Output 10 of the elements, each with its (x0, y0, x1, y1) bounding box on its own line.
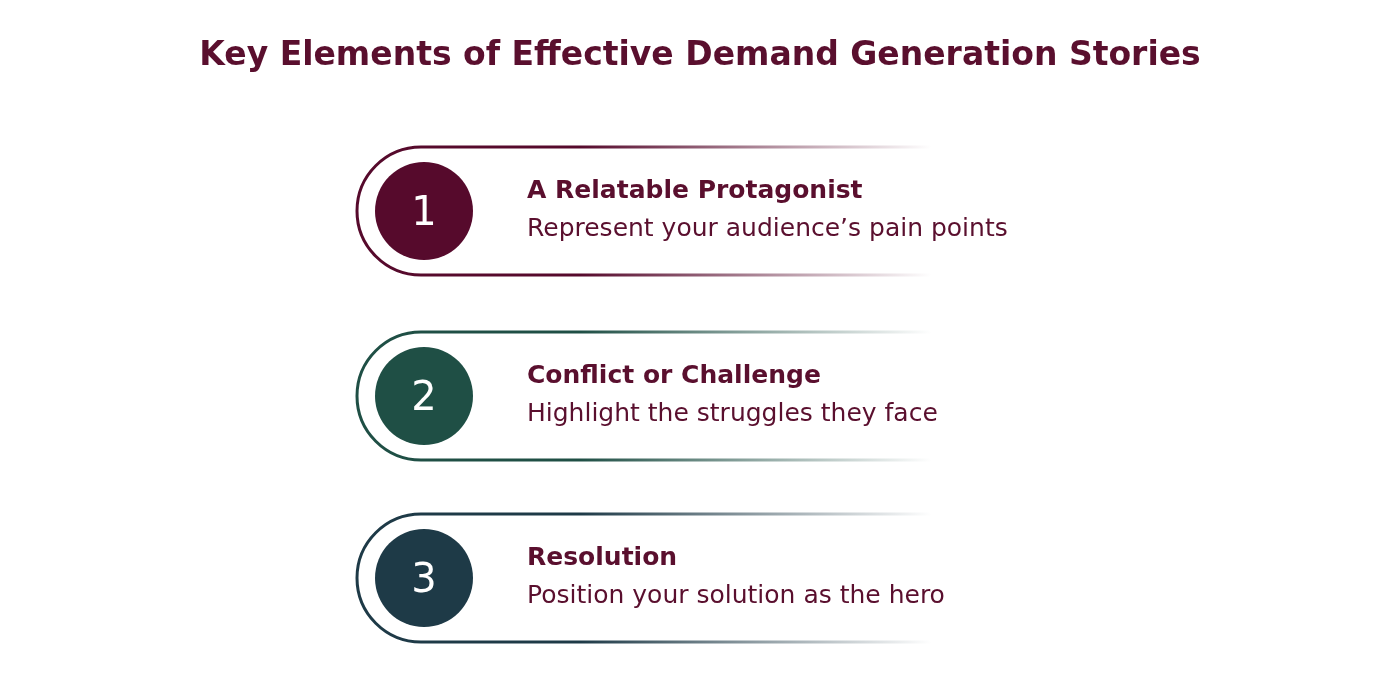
step-heading: Resolution (527, 542, 678, 571)
number-circle: 3 (375, 529, 473, 627)
step-description: Highlight the struggles they face (527, 398, 938, 427)
step-description: Represent your audience’s pain points (527, 213, 1008, 242)
step-heading: A Relatable Protagonist (527, 175, 863, 204)
page-title: Key Elements of Effective Demand Generation Stories (198, 34, 1202, 73)
step-heading: Conflict or Challenge (527, 360, 821, 389)
step-description: Position your solution as the hero (527, 580, 945, 609)
number-circle: 2 (375, 347, 473, 445)
number-circle: 1 (375, 162, 473, 260)
